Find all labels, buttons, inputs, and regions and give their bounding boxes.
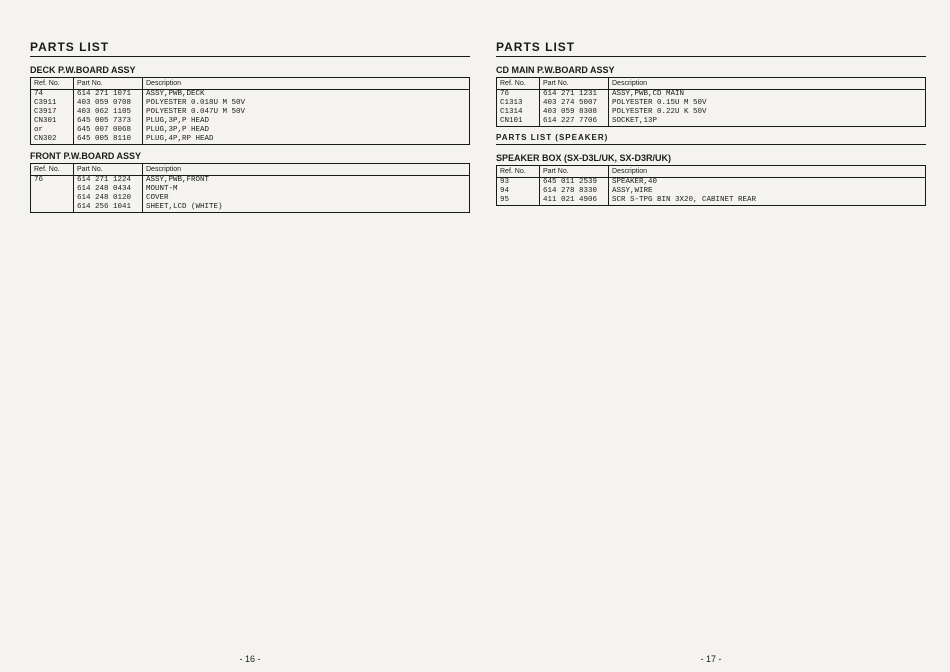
- ref-cell: CN101: [496, 117, 540, 127]
- ref-cell: [30, 194, 74, 203]
- desc-cell: ASSY,WIRE: [608, 187, 926, 196]
- ref-no-header: Ref. No.: [496, 77, 540, 90]
- desc-cell: POLYESTER 0.047U M 50V: [142, 108, 470, 117]
- page-number: - 16 -: [239, 654, 261, 664]
- part-no-header: Part No.: [73, 163, 143, 176]
- ref-no-header: Ref. No.: [30, 163, 74, 176]
- part-cell: 645 005 7373: [73, 117, 143, 126]
- part-cell: 403 274 5007: [539, 99, 609, 108]
- ref-cell: C1313: [496, 99, 540, 108]
- part-cell: 645 007 0068: [73, 126, 143, 135]
- description-header: Description: [142, 77, 470, 90]
- part-cell: 614 271 1224: [73, 175, 143, 185]
- desc-cell: ASSY,PWB,DECK: [142, 89, 470, 99]
- desc-cell: MOUNT-M: [142, 185, 470, 194]
- left-page: PARTS LIST DECK P.W.BOARD ASSY Ref. No. …: [30, 40, 470, 664]
- ref-cell: CN301: [30, 117, 74, 126]
- description-header: Description: [142, 163, 470, 176]
- desc-cell: PLUG,3P,P HEAD: [142, 117, 470, 126]
- part-cell: 645 005 8110: [73, 135, 143, 145]
- ref-cell: 76: [30, 175, 74, 185]
- part-no-header: Part No.: [73, 77, 143, 90]
- desc-cell: ASSY,PWB,CD MAIN: [608, 89, 926, 99]
- desc-cell: PLUG,3P,P HEAD: [142, 126, 470, 135]
- desc-cell: SOCKET,13P: [608, 117, 926, 127]
- parts-list-heading: PARTS LIST: [30, 40, 470, 57]
- part-cell: 614 248 0120: [73, 194, 143, 203]
- desc-cell: ASSY,PWB,FRONT: [142, 175, 470, 185]
- desc-cell: SHEET,LCD (WHITE): [142, 203, 470, 213]
- deck-board-title: DECK P.W.BOARD ASSY: [30, 65, 136, 75]
- cd-main-board-title: CD MAIN P.W.BOARD ASSY: [496, 65, 615, 75]
- ref-cell: 76: [496, 89, 540, 99]
- ref-cell: 74: [30, 89, 74, 99]
- ref-cell: C1314: [496, 108, 540, 117]
- description-header: Description: [608, 165, 926, 178]
- ref-cell: C3911: [30, 99, 74, 108]
- front-board-title: FRONT P.W.BOARD ASSY: [30, 151, 142, 161]
- desc-cell: SCR S-TPG BIN 3X20, CABINET REAR: [608, 196, 926, 206]
- ref-no-header: Ref. No.: [30, 77, 74, 90]
- part-cell: 614 271 1071: [73, 89, 143, 99]
- part-cell: 645 011 2539: [539, 177, 609, 187]
- ref-cell: [30, 203, 74, 213]
- ref-cell: 95: [496, 196, 540, 206]
- page-number: - 17 -: [700, 654, 722, 664]
- desc-cell: POLYESTER 0.018U M 50V: [142, 99, 470, 108]
- right-page: PARTS LIST CD MAIN P.W.BOARD ASSY Ref. N…: [496, 40, 926, 664]
- ref-cell: 94: [496, 187, 540, 196]
- part-cell: 614 256 1041: [73, 203, 143, 213]
- part-cell: 403 059 8308: [539, 108, 609, 117]
- ref-no-header: Ref. No.: [496, 165, 540, 178]
- desc-cell: SPEAKER,40: [608, 177, 926, 187]
- speaker-box-title: SPEAKER BOX (SX-D3L/UK, SX-D3R/UK): [496, 153, 672, 163]
- ref-cell: or: [30, 126, 74, 135]
- part-cell: 403 062 1105: [73, 108, 143, 117]
- part-cell: 403 059 0708: [73, 99, 143, 108]
- desc-cell: POLYESTER 0.22U K 50V: [608, 108, 926, 117]
- desc-cell: PLUG,4P,RP HEAD: [142, 135, 470, 145]
- part-cell: 614 227 7706: [539, 117, 609, 127]
- part-cell: 614 271 1231: [539, 89, 609, 99]
- desc-cell: COVER: [142, 194, 470, 203]
- ref-cell: CN302: [30, 135, 74, 145]
- description-header: Description: [608, 77, 926, 90]
- desc-cell: POLYESTER 0.15U M 50V: [608, 99, 926, 108]
- part-cell: 411 021 4906: [539, 196, 609, 206]
- part-cell: 614 248 0434: [73, 185, 143, 194]
- part-no-header: Part No.: [539, 77, 609, 90]
- ref-cell: C3917: [30, 108, 74, 117]
- ref-cell: [30, 185, 74, 194]
- speaker-parts-heading: PARTS LIST (SPEAKER): [496, 133, 926, 145]
- ref-cell: 93: [496, 177, 540, 187]
- part-no-header: Part No.: [539, 165, 609, 178]
- part-cell: 614 278 8330: [539, 187, 609, 196]
- parts-list-heading: PARTS LIST: [496, 40, 926, 57]
